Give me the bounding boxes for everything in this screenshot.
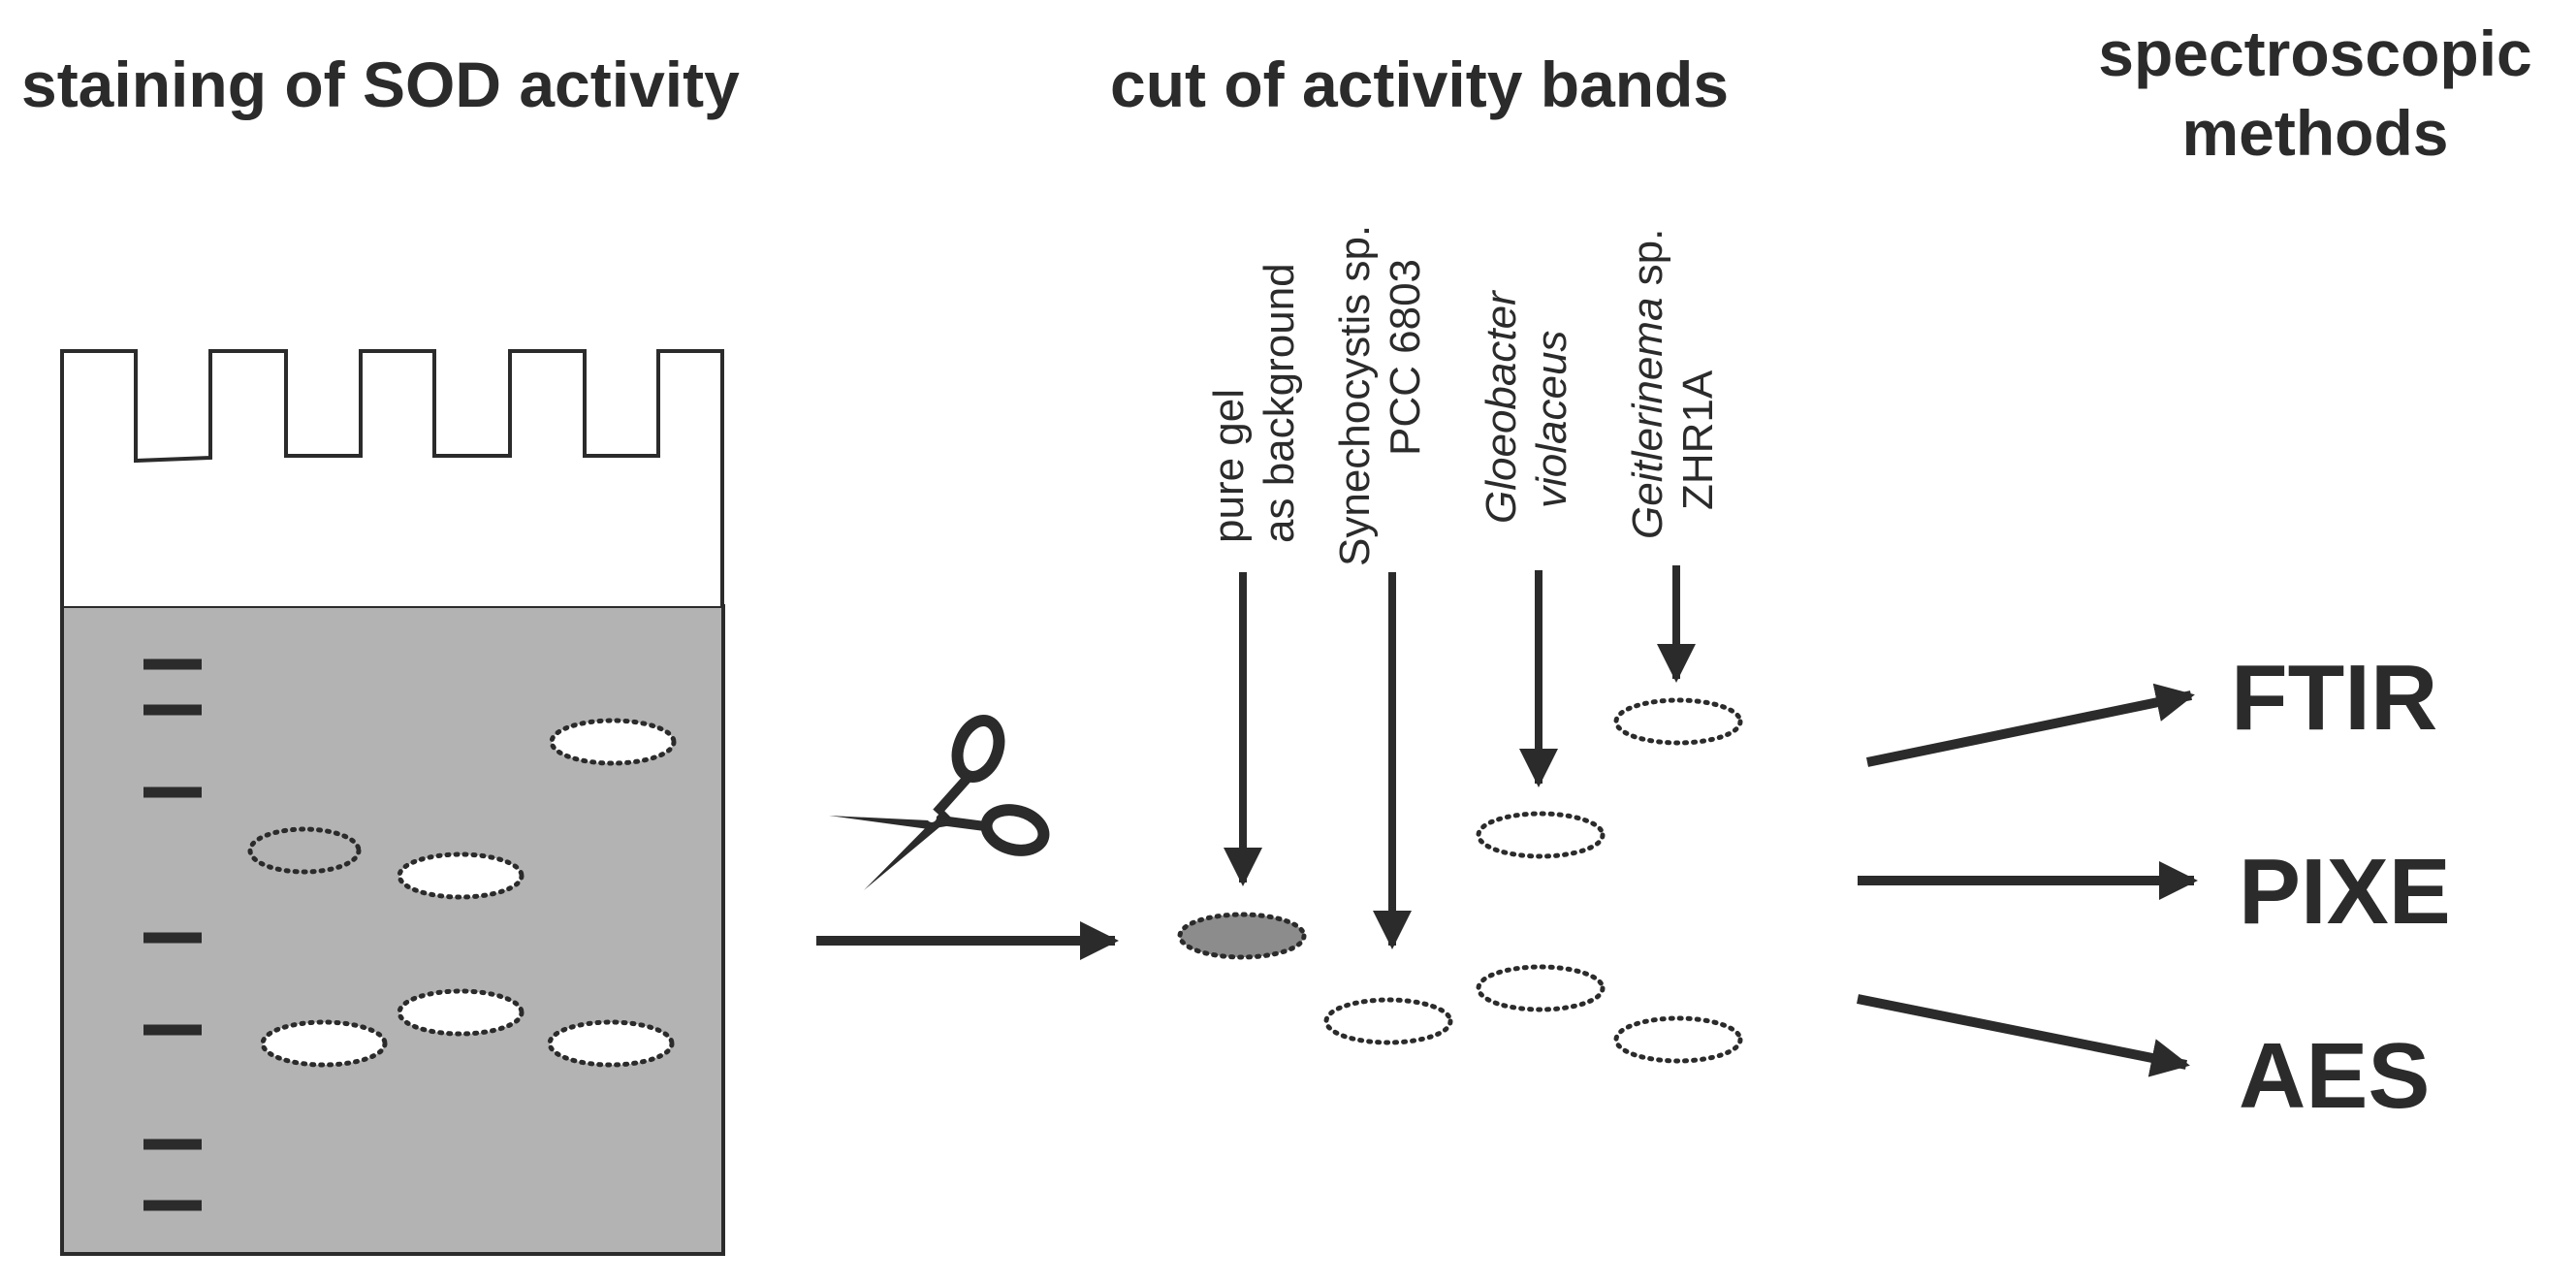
scissors-icon [829, 714, 1050, 890]
method-ftir: FTIR [2231, 646, 2437, 750]
heading-spectroscopic-line2: methods [2181, 97, 2448, 169]
gel-band [549, 718, 677, 766]
gel-band [397, 988, 525, 1037]
method-aes: AES [2239, 1024, 2430, 1128]
arrow-to-ftir [1865, 683, 2195, 767]
lane-label-line2: as background [1256, 263, 1303, 543]
heading-staining: staining of SOD activity [21, 48, 740, 120]
cut-band [1613, 1015, 1743, 1064]
cut-band [1323, 997, 1453, 1045]
gel-band-faint [247, 826, 362, 875]
lane-label-gloeobacter: Gloeobacter violaceus [1478, 289, 1575, 524]
gel-band [547, 1019, 675, 1068]
cut-band-background [1177, 912, 1307, 960]
lane-label-pure-gel: pure gel as background [1205, 263, 1303, 543]
lane-label-line1: Gloeobacter [1478, 289, 1525, 524]
marker-ladder [143, 658, 202, 1211]
gel-band [260, 1019, 388, 1068]
gel-stained-area [60, 604, 725, 1256]
lane-label-line2: PCC 6803 [1382, 259, 1429, 456]
gel [60, 349, 725, 1256]
gel-activity-bands [247, 718, 677, 1068]
cut-band [1476, 964, 1606, 1012]
cut-band [1613, 697, 1743, 746]
cut-bands [1177, 697, 1743, 1064]
heading-spectroscopic-line1: spectroscopic [2098, 17, 2532, 89]
lane-label-synechocystis: Synechocystis sp. PCC 6803 [1331, 225, 1429, 566]
method-pixe: PIXE [2239, 840, 2451, 944]
arrow-to-aes [1857, 994, 2190, 1077]
lane-label-line1: Synechocystis sp. [1331, 225, 1379, 566]
lane-label-line2: ZHR1A [1674, 369, 1722, 510]
heading-cut: cut of activity bands [1110, 48, 1729, 120]
gel-comb-wells [60, 349, 724, 606]
lane-label-line1: pure gel [1205, 389, 1253, 543]
lane-label-line1: Geitlerinema sp. [1624, 229, 1671, 539]
cut-band [1476, 811, 1606, 859]
lane-label-geitlerinema: Geitlerinema sp. ZHR1A [1624, 229, 1722, 539]
gel-band [397, 851, 525, 900]
lane-label-line2: violaceus [1528, 331, 1575, 508]
